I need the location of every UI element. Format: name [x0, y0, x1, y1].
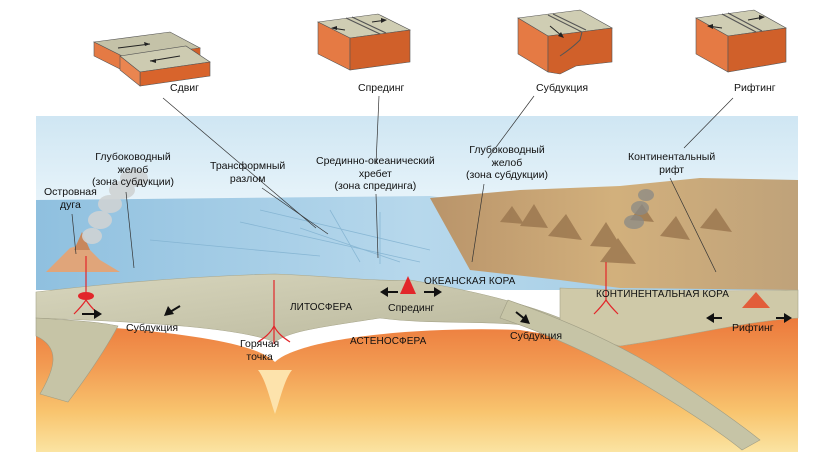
arrow-left-icon [706, 313, 722, 323]
spreading-ridge-magma [400, 276, 416, 294]
label-mid-ocean-ridge: Срединно-океанический хребет (зона спред… [316, 155, 435, 192]
arc-magma-chamber [78, 292, 94, 300]
arrow-down-right-icon [515, 311, 530, 324]
volcano-smoke-right [624, 189, 654, 229]
island-arc [46, 232, 120, 272]
label-continental-crust: КОНТИНЕНТАЛЬНАЯ КОРА [596, 289, 729, 300]
label-trench-right: Глубоководный желоб (зона субдукции) [466, 144, 548, 181]
label-continental-rift: Континентальный рифт [628, 151, 716, 176]
volcano-smoke-left [82, 169, 148, 244]
continent-landmass [430, 178, 798, 290]
label-trench-left: Глубоководный желоб (зона субдукции) [92, 151, 174, 188]
label-spreading-block: Спрединг [358, 82, 405, 94]
label-subduction-left: Субдукция [126, 322, 179, 334]
arrow-right-icon [82, 309, 102, 319]
label-spreading-section: Спрединг [388, 302, 435, 314]
label-asthenosphere: АСТЕНОСФЕРА [350, 336, 427, 347]
left-subducting-slab [35, 317, 119, 403]
subduction-block-icon [517, 9, 613, 75]
label-transform-fault: Трансформный разлом [210, 160, 286, 185]
lithosphere-continental [559, 287, 799, 347]
right-subducting-slab [499, 299, 761, 451]
label-rifting-block: Рифтинг [734, 82, 776, 94]
arrow-left-icon [380, 287, 398, 297]
label-subduction-block: Субдукция [536, 82, 589, 94]
label-hot-spot: Горячая точка [240, 338, 280, 363]
label-rifting-section: Рифтинг [732, 322, 774, 334]
leader-lines [71, 95, 734, 273]
rifting-block-icon [695, 9, 787, 73]
rift-magma [742, 292, 770, 308]
continental-volcano-magma [593, 262, 619, 315]
hot-spot-magma-channel [257, 280, 291, 344]
spreading-block-icon [316, 13, 412, 71]
label-subduction-right: Субдукция [510, 330, 563, 342]
label-shear: Сдвиг [170, 82, 199, 94]
hot-spot-plume [258, 370, 292, 414]
mountain-ranges [500, 204, 732, 264]
label-oceanic-crust: ОКЕАНСКАЯ КОРА [424, 276, 516, 287]
motion-arrows [82, 287, 792, 324]
shear-block-icon [92, 31, 211, 87]
arrow-down-left-icon [164, 305, 181, 316]
label-lithosphere: ЛИТОСФЕРА [290, 302, 353, 313]
label-island-arc: Островная дуга [44, 186, 97, 211]
arrow-right-icon [424, 287, 442, 297]
sea-floor-ridges [149, 209, 431, 264]
arrow-right-icon [776, 313, 792, 323]
